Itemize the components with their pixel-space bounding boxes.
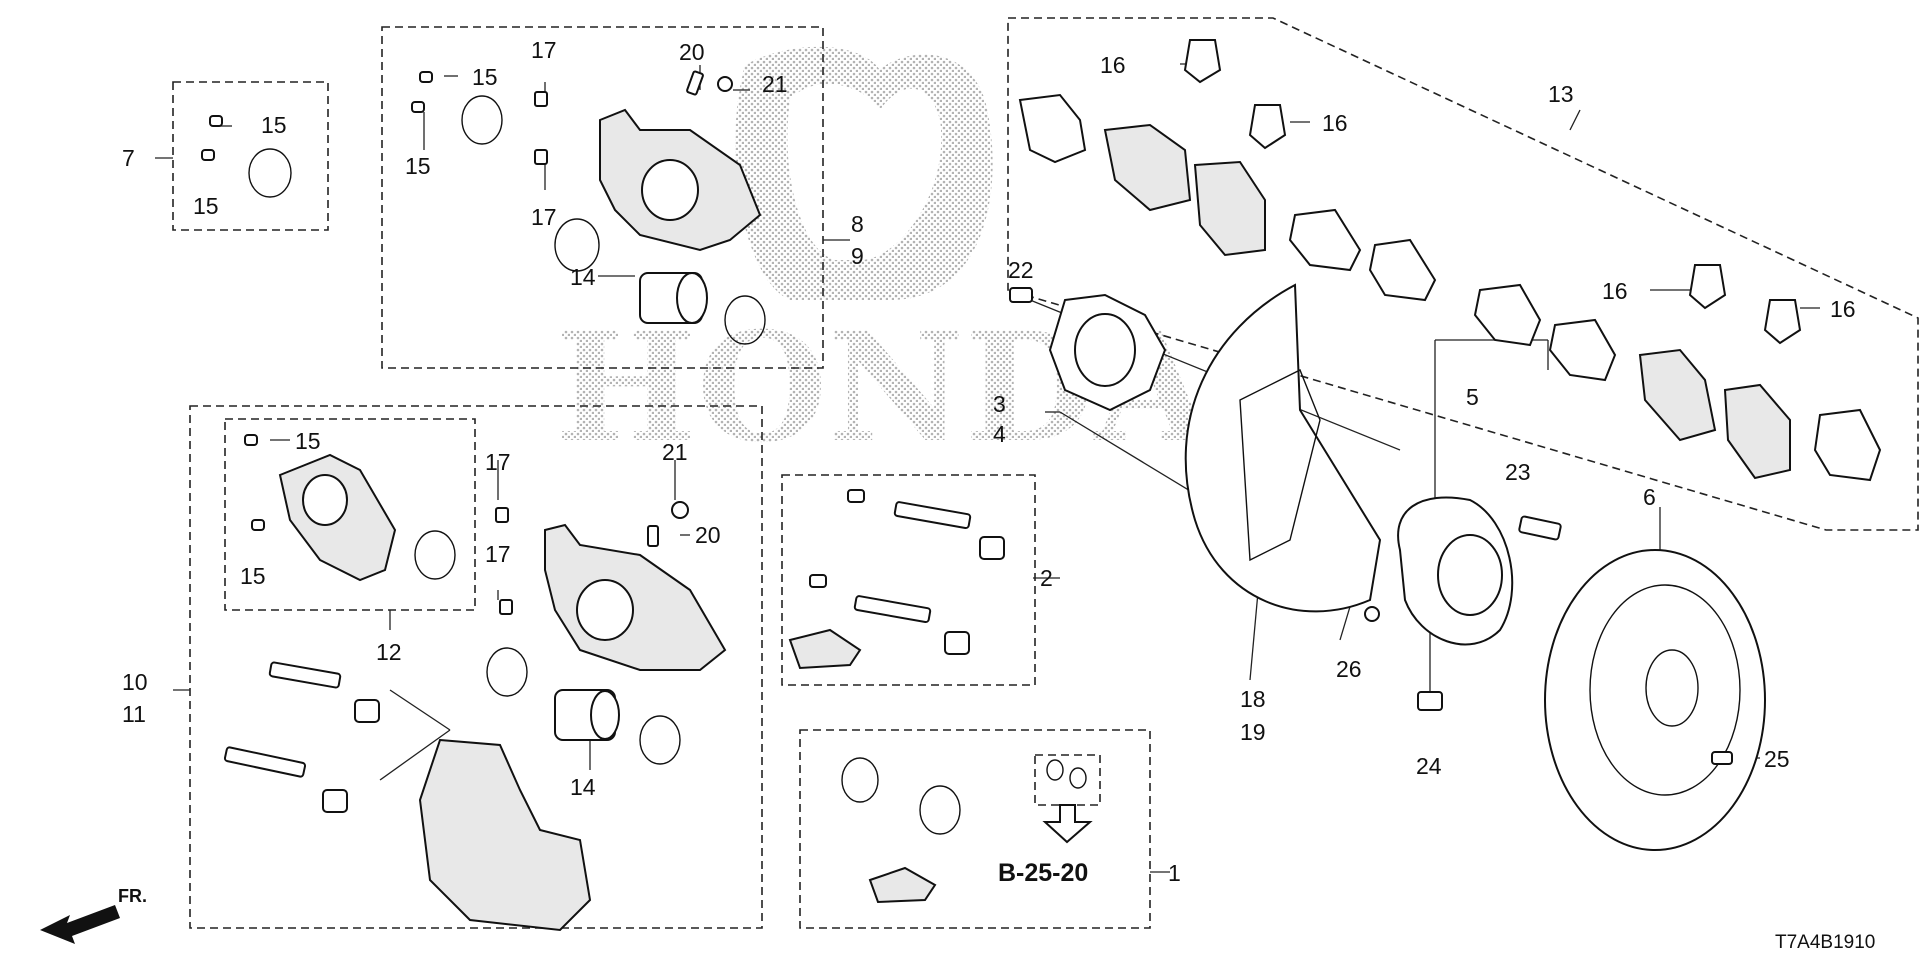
callout-20-a: 20 — [679, 39, 705, 65]
callout-17-c: 17 — [485, 449, 511, 475]
group-box-1 — [799, 729, 1151, 929]
seal-kit-parts — [841, 757, 1093, 904]
callout-17-a: 17 — [531, 37, 557, 63]
group-box-12 — [224, 418, 476, 611]
callout-16-d: 16 — [1830, 296, 1856, 322]
reference-page-label: B-25-20 — [998, 859, 1088, 887]
callout-21-b: 21 — [662, 439, 688, 465]
front-direction-indicator: FR. — [40, 886, 147, 944]
callout-1: 1 — [1168, 860, 1181, 886]
dust-boot-kit-parts — [201, 115, 292, 198]
callout-25: 25 — [1764, 746, 1790, 772]
callout-12: 12 — [376, 639, 402, 665]
caliper-body-upper — [411, 70, 766, 345]
group-box-7 — [172, 81, 329, 231]
callout-11: 11 — [122, 701, 146, 727]
callout-15-a: 15 — [261, 112, 287, 138]
callout-18: 18 — [1240, 686, 1266, 712]
callout-24: 24 — [1416, 753, 1442, 779]
callout-14-lower: 14 — [570, 774, 596, 800]
callout-26: 26 — [1336, 656, 1362, 682]
callout-7: 7 — [122, 145, 135, 171]
callout-3: 3 — [993, 391, 1006, 417]
callout-2: 2 — [1040, 565, 1053, 591]
brake-assembly-parts — [1009, 39, 1882, 851]
callout-4: 4 — [993, 421, 1006, 447]
callout-15-d: 15 — [405, 153, 431, 179]
callout-9: 9 — [851, 243, 864, 269]
callout-15-e: 15 — [295, 428, 321, 454]
callout-13: 13 — [1548, 81, 1574, 107]
group-box-13 — [1007, 17, 1919, 531]
callout-6: 6 — [1643, 484, 1656, 510]
group-box-8-9 — [381, 26, 824, 369]
group-box-10-11 — [189, 405, 763, 929]
front-direction-label: FR. — [118, 886, 147, 906]
callout-16-a: 16 — [1100, 52, 1126, 78]
diagram-code: T7A4B1910 — [1775, 932, 1875, 953]
callout-19: 19 — [1240, 719, 1266, 745]
callout-17-d: 17 — [485, 541, 511, 567]
callout-21-a: 21 — [762, 71, 788, 97]
slide-pin-kit-parts — [788, 489, 1005, 670]
honda-watermark: HONDA — [555, 46, 1214, 476]
callout-10: 10 — [122, 669, 148, 695]
callout-15-b: 15 — [193, 193, 219, 219]
callout-17-b: 17 — [531, 204, 557, 230]
callout-23: 23 — [1505, 459, 1531, 485]
group-box-2 — [781, 474, 1036, 686]
callout-20-b: 20 — [695, 522, 721, 548]
caliper-body-lower — [223, 434, 727, 932]
front-arrow-icon — [40, 905, 120, 944]
callout-14-upper: 14 — [570, 264, 596, 290]
callout-5: 5 — [1466, 384, 1479, 410]
callout-16-c: 16 — [1602, 278, 1628, 304]
callout-15-f: 15 — [240, 563, 266, 589]
group-box-seal-kit — [1034, 754, 1101, 806]
callout-8: 8 — [851, 211, 864, 237]
callout-15-c: 15 — [472, 64, 498, 90]
callout-22: 22 — [1008, 257, 1034, 283]
callout-labels: 1 2 3 4 5 6 7 8 9 10 11 12 13 14 14 15 1… — [122, 37, 1856, 886]
callout-16-b: 16 — [1322, 110, 1348, 136]
